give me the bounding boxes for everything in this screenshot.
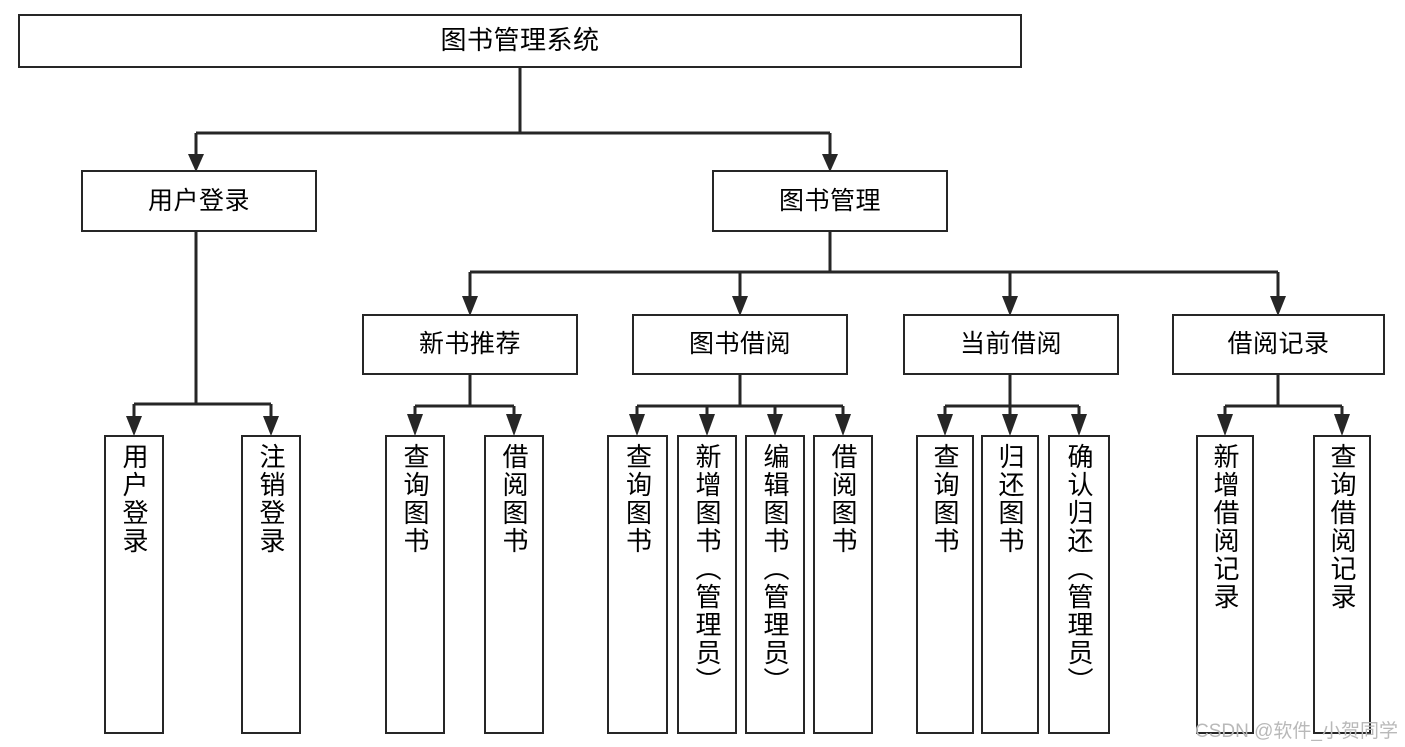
leaf-query-borrowing-record[interactable]: 查询借阅记录 bbox=[1313, 435, 1371, 734]
node-label: 新增图书（管理员） bbox=[692, 443, 722, 695]
leaf-logout[interactable]: 注销登录 bbox=[241, 435, 301, 734]
node-label: 用户登录 bbox=[147, 186, 250, 215]
node-root-book-management-system[interactable]: 图书管理系统 bbox=[18, 14, 1022, 68]
node-label: 借阅图书 bbox=[828, 443, 858, 555]
csdn-watermark: CSDN @软件_小贺同学 bbox=[1195, 721, 1398, 742]
leaf-add-book-admin[interactable]: 新增图书（管理员） bbox=[677, 435, 737, 734]
node-label: 图书管理系统 bbox=[440, 25, 600, 56]
node-label: 查询图书 bbox=[930, 443, 960, 555]
node-label: 当前借阅 bbox=[959, 330, 1062, 359]
node-label: 用户登录 bbox=[119, 443, 149, 555]
leaf-add-borrowing-record[interactable]: 新增借阅记录 bbox=[1196, 435, 1254, 734]
node-new-book-recommendation[interactable]: 新书推荐 bbox=[362, 314, 578, 375]
node-current-borrowing[interactable]: 当前借阅 bbox=[903, 314, 1119, 375]
node-borrowing-record[interactable]: 借阅记录 bbox=[1172, 314, 1385, 375]
node-label: 新增借阅记录 bbox=[1210, 443, 1240, 611]
node-label: 归还图书 bbox=[995, 443, 1025, 555]
leaf-return-book[interactable]: 归还图书 bbox=[981, 435, 1039, 734]
node-label: 图书管理 bbox=[778, 186, 881, 215]
node-label: 图书借阅 bbox=[688, 330, 791, 359]
node-label: 查询借阅记录 bbox=[1327, 443, 1357, 611]
node-label: 新书推荐 bbox=[418, 330, 521, 359]
leaf-borrow-book-borrowing[interactable]: 借阅图书 bbox=[813, 435, 873, 734]
leaf-borrow-book-new-book[interactable]: 借阅图书 bbox=[484, 435, 544, 734]
node-book-borrowing[interactable]: 图书借阅 bbox=[632, 314, 848, 375]
leaf-query-book-borrowing[interactable]: 查询图书 bbox=[607, 435, 668, 734]
leaf-confirm-return-admin[interactable]: 确认归还（管理员） bbox=[1048, 435, 1110, 734]
leaf-query-book-new-book[interactable]: 查询图书 bbox=[385, 435, 445, 734]
leaf-user-login[interactable]: 用户登录 bbox=[104, 435, 164, 734]
node-label: 借阅记录 bbox=[1227, 330, 1330, 359]
node-label: 查询图书 bbox=[400, 443, 430, 555]
node-user-login[interactable]: 用户登录 bbox=[81, 170, 317, 232]
node-label: 确认归还（管理员） bbox=[1064, 443, 1094, 695]
leaf-edit-book-admin[interactable]: 编辑图书（管理员） bbox=[745, 435, 805, 734]
node-label: 注销登录 bbox=[256, 443, 286, 555]
node-label: 借阅图书 bbox=[499, 443, 529, 555]
node-label: 查询图书 bbox=[622, 443, 653, 555]
node-label: 编辑图书（管理员） bbox=[760, 443, 790, 695]
node-book-management[interactable]: 图书管理 bbox=[712, 170, 948, 232]
leaf-query-book-current[interactable]: 查询图书 bbox=[916, 435, 974, 734]
